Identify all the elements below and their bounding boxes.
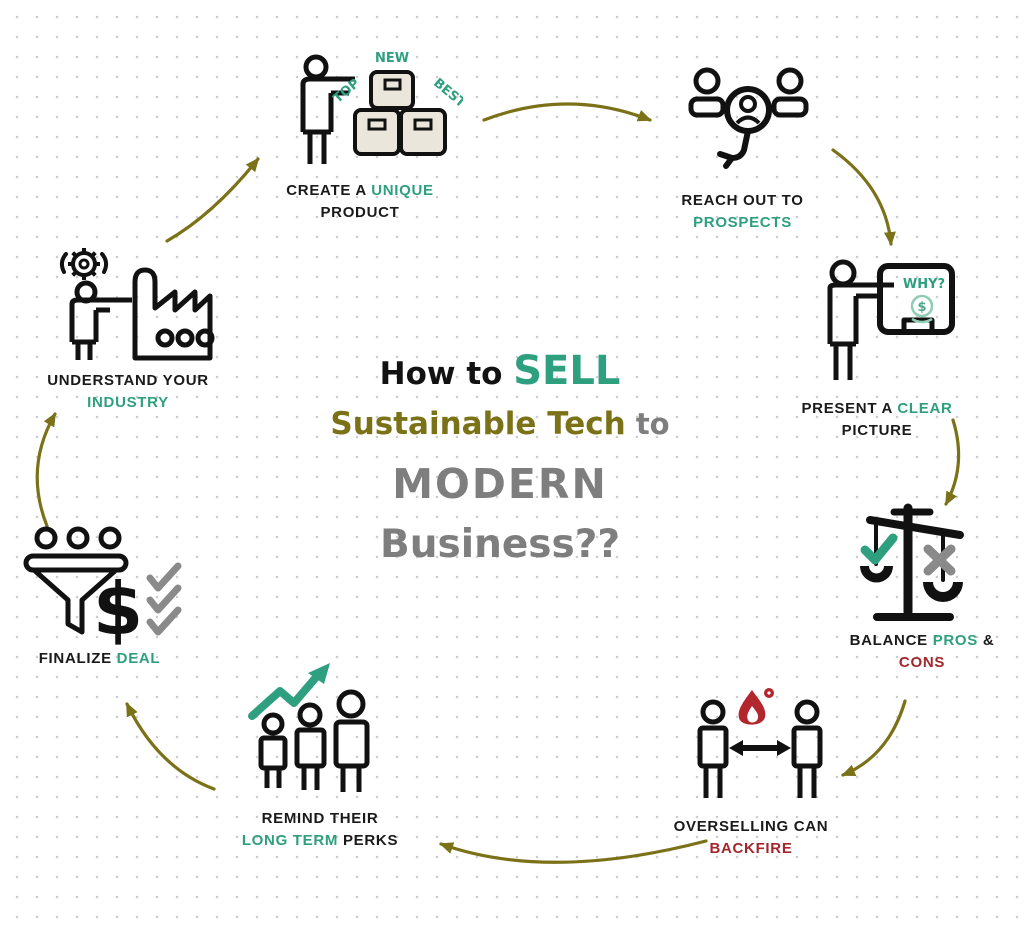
label-text: REMIND THEIR <box>261 810 379 827</box>
label-text: PROS <box>932 632 978 649</box>
step-label-understand-industry: UNDERSTAND YOUR INDUSTRY <box>28 370 228 414</box>
title-sustainable-tech: Sustainable Tech <box>330 406 626 442</box>
new-tag-text: NEW <box>375 51 409 66</box>
step-label-create-product: CREATE A UNIQUE PRODUCT <box>260 180 460 224</box>
unique-product-icon: NEW TOP BEST <box>283 50 463 175</box>
arrow-reach-to-present <box>831 148 896 246</box>
label-text: LONG TERM <box>241 832 339 849</box>
label-text: BACKFIRE <box>709 840 793 857</box>
label-text: INDUSTRY <box>87 394 169 411</box>
title-line-4: Business?? <box>380 522 620 567</box>
step-label-reach-out: REACH OUT TO PROSPECTS <box>645 190 840 234</box>
check-mark-icon <box>860 533 898 565</box>
arrow-understand-to-create <box>165 157 260 243</box>
label-text: FINALIZE <box>38 650 117 667</box>
label-text: OVERSELLING CAN <box>673 818 829 835</box>
sales-funnel-icon: $ <box>22 526 187 651</box>
step-label-present-picture: PRESENT A CLEAR PICTURE <box>782 398 972 442</box>
label-text: PICTURE <box>841 422 913 439</box>
balance-scale-icon <box>851 500 991 625</box>
label-text: CLEAR <box>897 400 953 417</box>
label-text: UNIQUE <box>371 182 434 199</box>
title-line-2: Sustainable Tech to <box>318 406 682 442</box>
gear-icon <box>68 248 100 280</box>
arrow-remind-to-finalize <box>125 702 216 791</box>
industry-icon <box>52 246 232 366</box>
growth-team-icon <box>246 660 391 800</box>
label-text: BALANCE <box>849 632 933 649</box>
label-text: PROSPECTS <box>693 214 792 231</box>
arrow-balance-to-oversell <box>841 699 907 777</box>
step-label-remind-perks: REMIND THEIR LONG TERM PERKS <box>222 808 418 852</box>
dollar-badge-text: $ <box>917 300 926 315</box>
growth-arrow-icon <box>248 671 322 720</box>
overselling-icon <box>693 686 828 811</box>
x-mark-icon <box>923 544 956 576</box>
presentation-icon: WHY? $ <box>816 258 961 393</box>
arrow-finalize-to-understand <box>35 412 57 528</box>
label-text: CREATE A <box>286 182 372 199</box>
step-label-overselling: OVERSELLING CAN BACKFIRE <box>655 816 847 860</box>
triple-check-icon <box>146 562 182 636</box>
label-text: PRODUCT <box>320 204 400 221</box>
label-text: & <box>978 632 995 649</box>
label-text: PERKS <box>338 832 399 849</box>
step-label-balance: BALANCE PROS & CONS <box>827 630 1017 674</box>
label-text: DEAL <box>116 650 161 667</box>
title-how-to: How to <box>379 356 514 392</box>
label-text: PRESENT A <box>801 400 898 417</box>
label-text: REACH OUT TO <box>681 192 804 209</box>
label-text: UNDERSTAND YOUR <box>47 372 209 389</box>
page-title: How to SELL Sustainable Tech to MODERN B… <box>318 348 682 567</box>
title-line-3: MODERN <box>392 460 608 508</box>
factory-outline <box>132 267 213 361</box>
dollar-sign-text: $ <box>93 567 143 651</box>
why-board-text: WHY? <box>903 277 945 292</box>
best-tag-text: BEST <box>430 76 463 111</box>
title-line-1: How to SELL <box>318 348 682 394</box>
prospecting-icon <box>686 66 811 181</box>
title-to: to <box>625 407 670 441</box>
arrow-create-to-reach <box>482 102 652 122</box>
label-text: CONS <box>898 654 946 671</box>
step-label-finalize-deal: FINALIZE DEAL <box>12 648 187 670</box>
title-sell: SELL <box>513 348 621 394</box>
